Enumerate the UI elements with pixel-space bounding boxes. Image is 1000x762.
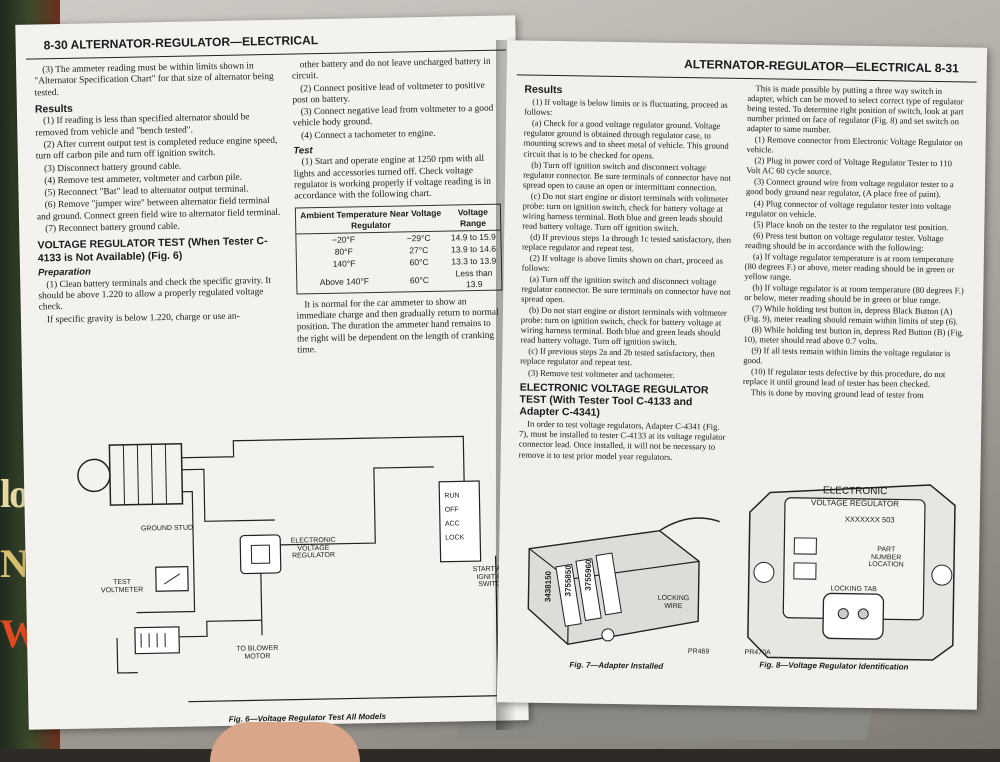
paragraph: (6) Press test button on voltage regulat… [745,230,966,254]
paragraph: This is made possible by putting a three… [747,83,969,137]
label-run: RUN [444,492,474,500]
section-heading: ELECTRONIC VOLTAGE REGULATOR TEST (With … [519,381,731,421]
paragraph: (1) Clean battery terminals and check th… [38,276,284,315]
paragraph: (2) Plug in power cord of Voltage Regula… [746,155,967,179]
adapter-number-1: 3438150 [544,571,558,602]
adapter-number-2: 3755850 [565,565,579,596]
table-cell: 27°C [391,244,446,257]
table-header-voltage: Voltage Range [446,205,501,231]
voltage-range-table: Ambient Temperature Near Voltage Regulat… [295,204,503,294]
label-locking-wire: LOCKING WIRE [648,595,698,611]
paragraph: (1) Start and operate engine at 1250 rpm… [294,154,501,203]
paragraph: (3) Remove test voltmeter and tachometer… [520,367,731,380]
paragraph: (a) Turn off the ignition switch and dis… [521,274,732,307]
paragraph: (c) Do not start engine or distort termi… [522,190,734,233]
label-part-number-location: PART NUMBER LOCATION [861,546,911,570]
table-cell: 60°C [392,268,448,292]
paragraph: (2) Connect positive lead of voltmeter t… [292,80,499,107]
label-lock: LOCK [445,534,475,542]
paragraph: (3) Connect negative lead from voltmeter… [293,104,500,131]
paragraph: (1) Remove connector from Electronic Vol… [746,134,967,158]
right-column-2: This is made possible by putting a three… [742,83,969,467]
paragraph: (3) The ammeter reading must be within l… [34,61,280,100]
fig6-wiring-diagram [73,425,518,713]
left-column-2: other battery and do not leave uncharged… [292,57,504,358]
paragraph: (b) If voltage regulator is at room temp… [744,282,965,306]
left-page: 8-30 ALTERNATOR-REGULATOR—ELECTRICAL (3)… [15,15,528,729]
table-cell: 13.3 to 13.9 [447,255,502,268]
paragraph: (a) Check for a good voltage regulator g… [523,118,735,161]
paragraph: This is done by moving ground lead of te… [743,387,964,401]
table-cell: Above 140°F [296,269,392,294]
regulator-title-electronic: ELECTRONIC [790,485,920,498]
label-locking-tab: LOCKING TAB [824,585,884,594]
table-cell: Less than 13.9 [447,267,502,291]
paragraph: (2) After current output test is complet… [36,136,282,163]
paragraph: (6) Remove "jumper wire" between alterna… [37,196,283,223]
paragraph: It is normal for the car ammeter to show… [296,296,503,356]
label-ground-stud: GROUND STUD [137,524,197,533]
paragraph: (c) If previous steps 2a and 2b tested s… [520,346,731,369]
paragraph: (b) Turn off ignition switch and disconn… [523,159,734,192]
table-cell: 13.9 to 14.6 [446,243,501,256]
paragraph: other battery and do not leave uncharged… [292,57,499,84]
paragraph: (a) If voltage regulator temperature is … [744,251,965,285]
table-cell: 14.9 to 15.9 [446,230,501,244]
fig7-code: PR469 [684,648,714,656]
fig8-code: PR470A [738,649,778,657]
left-column-1: (3) The ammeter reading must be within l… [34,61,285,363]
paragraph: (2) If voltage is above limits shown on … [522,253,733,276]
thumb [210,722,360,762]
table-cell: −29°C [391,231,446,245]
paragraph: (7) While holding test button in, depres… [744,303,965,327]
right-column-1: Results(1) If voltage is below limits or… [519,80,736,464]
right-page: ALTERNATOR-REGULATOR—ELECTRICAL 8-31 Res… [497,40,987,709]
fig7-caption: Fig. 7—Adapter Installed [569,660,663,670]
paragraph: (b) Do not start engine or distort termi… [520,305,732,348]
table-cell: 60°C [391,256,446,269]
section-heading: VOLTAGE REGULATOR TEST (When Tester C-41… [37,235,283,265]
regulator-part-number: XXXXXXX 503 [830,515,910,525]
table-header-temperature: Ambient Temperature Near Voltage Regulat… [295,206,446,234]
label-electronic-voltage-regulator: ELECTRONIC VOLTAGE REGULATOR [283,537,343,561]
paragraph: (3) Connect ground wire from voltage reg… [746,176,967,200]
fig8-caption: Fig. 8—Voltage Regulator Identification [759,660,908,671]
cover-letters-2: N [0,540,27,587]
adapter-number-3: 3755960 [585,560,599,591]
paragraph: (10) If regulator tests defective by thi… [743,366,964,390]
label-to-blower-motor: TO BLOWER MOTOR [227,645,287,662]
label-test-voltmeter: TEST VOLTMETER [92,578,152,595]
paragraph: (4) Plug connector of voltage regulator … [745,198,966,222]
paragraph: In order to test voltage regulators, Ada… [519,419,731,462]
fig7-adapter-illustration [508,508,725,661]
paragraph: (8) While holding test button in, depres… [743,324,964,348]
label-off: OFF [445,506,475,514]
paragraph: (d) If previous steps 1a through 1c test… [522,231,733,254]
paragraph: (1) If reading is less than specified al… [35,112,281,139]
label-acc: ACC [445,520,475,528]
paragraph: (1) If voltage is below limits or is flu… [524,97,735,120]
paragraph: (9) If all tests remain within limits th… [743,345,964,369]
